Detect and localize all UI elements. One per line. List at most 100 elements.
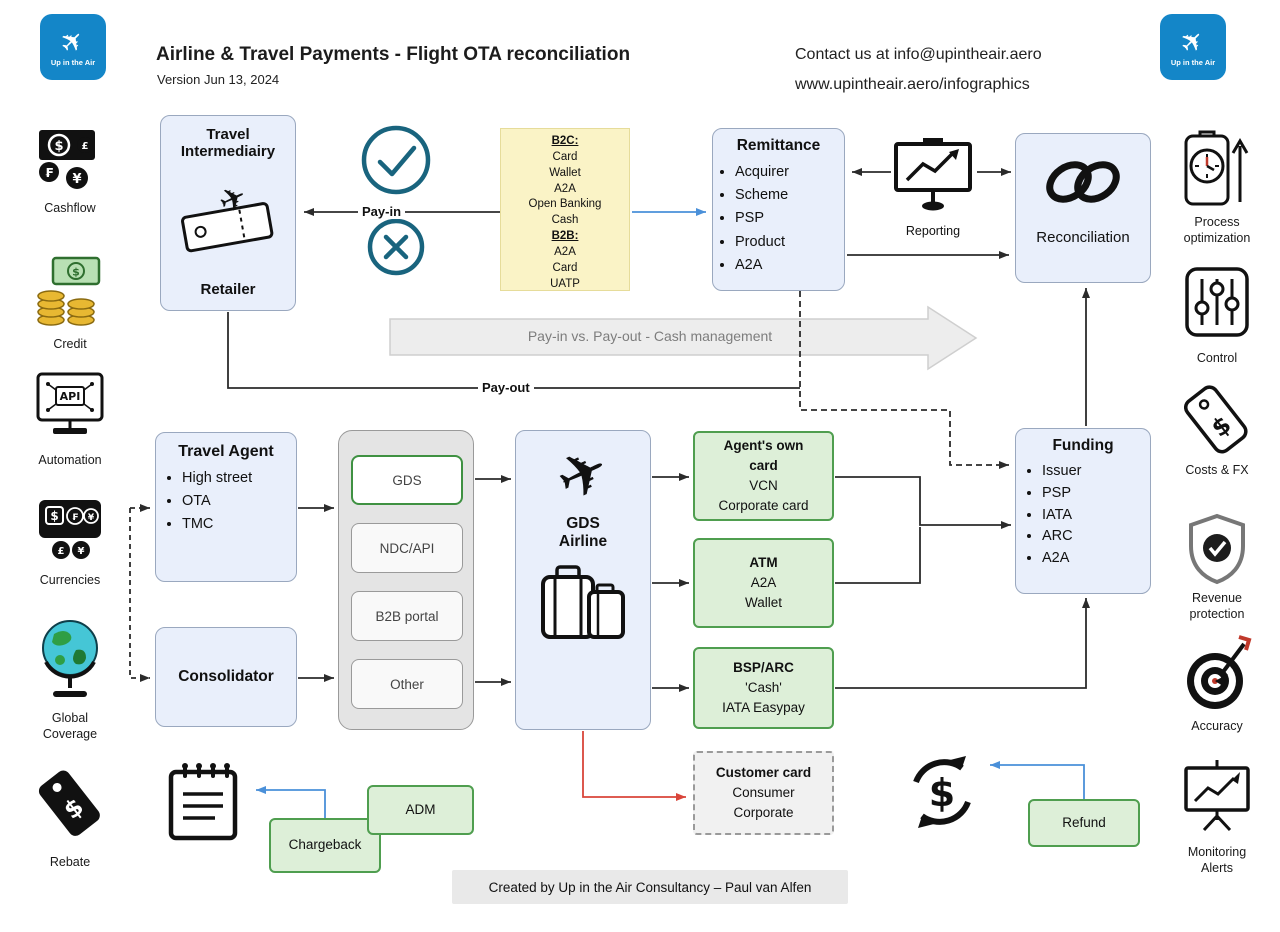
accuracy-icon bbox=[1182, 632, 1252, 719]
travel-agent-item: TMC bbox=[182, 513, 296, 536]
logo-label: Up in the Air bbox=[1170, 57, 1216, 67]
payin-label: Pay-in bbox=[358, 204, 406, 219]
svg-text:¥: ¥ bbox=[78, 546, 85, 557]
agent-card-line: VCN bbox=[749, 478, 778, 493]
bsp-to-funding-arrow bbox=[835, 598, 1090, 689]
sidebar-label-global-coverage: Global Coverage bbox=[42, 711, 98, 742]
customer-card-line: Consumer bbox=[732, 784, 795, 800]
atm-title: ATM bbox=[749, 554, 778, 570]
remittance-item: Product bbox=[735, 231, 844, 254]
gds-airline-title: GDS Airline bbox=[558, 515, 608, 550]
remittance-title: Remittance bbox=[736, 137, 821, 154]
airplane-outline-icon: ✈ bbox=[545, 433, 620, 516]
reconciliation-title: Reconciliation bbox=[1036, 229, 1130, 246]
credit-icon: $ bbox=[35, 246, 105, 335]
travel-intermediary-box: Travel Intermediairy ✈ Retailer bbox=[160, 115, 296, 311]
atm-box: ATM A2A Wallet bbox=[693, 538, 834, 628]
remittance-box: Remittance Acquirer Scheme PSP Product A… bbox=[712, 128, 845, 291]
payment-methods-note: B2C: Card Wallet A2A Open Banking Cash B… bbox=[500, 128, 630, 291]
reporting-icon bbox=[891, 136, 975, 221]
version-text: Version Jun 13, 2024 bbox=[157, 72, 280, 87]
agent-card-to-funding-arrow bbox=[835, 476, 1011, 529]
refund-to-icon-arrow bbox=[990, 761, 1085, 799]
x-circle-icon bbox=[366, 217, 426, 282]
page-title: Airline & Travel Payments - Flight OTA r… bbox=[156, 44, 631, 65]
svg-text:£: £ bbox=[58, 546, 65, 557]
customer-card-title: Customer card bbox=[715, 764, 812, 780]
funding-item: A2A bbox=[1042, 548, 1150, 570]
process-optimization-icon bbox=[1182, 122, 1252, 215]
rebate-icon: $ bbox=[32, 764, 108, 851]
travel-agent-title: Travel Agent bbox=[178, 443, 274, 460]
bsp-arc-line: 'Cash' bbox=[745, 679, 782, 695]
globe-icon bbox=[36, 616, 104, 707]
customer-card-box: Customer card Consumer Corporate bbox=[693, 751, 834, 835]
refund-label: Refund bbox=[1062, 814, 1106, 830]
sidebar-label-cashflow: Cashflow bbox=[44, 201, 96, 215]
travel-intermediary-title: Travel Intermediairy bbox=[180, 126, 276, 160]
b2c-line: Open Banking bbox=[528, 198, 602, 211]
channel-other: Other bbox=[351, 659, 463, 709]
refund-box: Refund bbox=[1028, 799, 1140, 847]
travel-agent-item: OTA bbox=[182, 490, 296, 513]
payout-line bbox=[227, 312, 800, 389]
dashed-to-consolidator bbox=[129, 508, 150, 682]
sidebar-label-process-optimization: Process optimization bbox=[1183, 215, 1251, 246]
control-icon bbox=[1183, 264, 1251, 345]
svg-text:$: $ bbox=[54, 139, 63, 154]
sidebar-label-monitoring-alerts: Monitoring Alerts bbox=[1187, 845, 1247, 876]
funding-item: Issuer bbox=[1042, 461, 1150, 483]
sidebar-label-automation: Automation bbox=[38, 453, 102, 467]
automation-icon: API bbox=[31, 368, 109, 445]
contact-text: Contact us at info@upintheair.aero bbox=[795, 46, 1042, 63]
b2c-line: Card bbox=[552, 150, 578, 163]
funding-title: Funding bbox=[1052, 437, 1114, 454]
airplane-icon: ✈ bbox=[53, 21, 92, 61]
sidebar-label-revenue-protection: Revenue protection bbox=[1189, 591, 1245, 622]
chargeback-to-doc-arrow bbox=[256, 786, 326, 818]
channel-ndc-api: NDC/API bbox=[351, 523, 463, 573]
svg-text:$: $ bbox=[50, 509, 58, 523]
reconciliation-box: Reconciliation bbox=[1015, 133, 1151, 283]
logo-top-left: ✈ Up in the Air bbox=[40, 14, 106, 80]
agent-card-line: Corporate card bbox=[718, 498, 809, 514]
chargeback-box: Chargeback bbox=[269, 818, 381, 873]
remittance-item: Acquirer bbox=[735, 161, 844, 184]
sidebar-label-rebate: Rebate bbox=[49, 855, 91, 869]
luggage-icon bbox=[535, 561, 631, 650]
customer-card-line: Corporate bbox=[733, 805, 794, 821]
svg-text:API: API bbox=[60, 390, 81, 403]
svg-text:¥: ¥ bbox=[88, 513, 95, 523]
atm-line: A2A bbox=[750, 574, 777, 590]
adm-box: ADM bbox=[367, 785, 474, 835]
funding-box: Funding Issuer PSP IATA ARC A2A bbox=[1015, 428, 1151, 594]
funding-item: ARC bbox=[1042, 526, 1150, 548]
revenue-protection-icon bbox=[1185, 512, 1249, 591]
svg-text:$: $ bbox=[72, 266, 80, 279]
sidebar-label-accuracy: Accuracy bbox=[1191, 719, 1243, 733]
currencies-icon: $ ₣ ¥ £ ¥ bbox=[37, 490, 103, 569]
cash-management-label: Pay-in vs. Pay-out - Cash management bbox=[527, 328, 773, 344]
atm-line: Wallet bbox=[744, 595, 782, 611]
notepad-icon bbox=[163, 760, 247, 851]
b2c-line: Cash bbox=[551, 214, 579, 227]
channels-container: GDS NDC/API B2B portal Other bbox=[338, 430, 474, 730]
consolidator-title: Consolidator bbox=[178, 668, 274, 685]
logo-label: Up in the Air bbox=[50, 57, 96, 67]
sidebar-label-currencies: Currencies bbox=[39, 573, 101, 587]
b2b-line: UATP bbox=[550, 277, 580, 290]
bsp-arc-box: BSP/ARC 'Cash' IATA Easypay bbox=[693, 647, 834, 729]
b2b-line: Card bbox=[552, 261, 578, 274]
logo-top-right: ✈ Up in the Air bbox=[1160, 14, 1226, 80]
chargeback-label: Chargeback bbox=[288, 837, 362, 853]
travel-agent-box: Travel Agent High street OTA TMC bbox=[155, 432, 297, 582]
chain-links-icon bbox=[1035, 150, 1131, 219]
cash-management-arrow-shape bbox=[389, 305, 978, 371]
bsp-arc-title: BSP/ARC bbox=[733, 659, 794, 675]
svg-text:£: £ bbox=[82, 141, 89, 152]
website-text: www.upintheair.aero/infographics bbox=[795, 76, 1030, 93]
monitoring-alerts-icon bbox=[1182, 758, 1252, 843]
svg-text:₣: ₣ bbox=[72, 513, 78, 523]
travel-agent-item: High street bbox=[182, 467, 296, 490]
